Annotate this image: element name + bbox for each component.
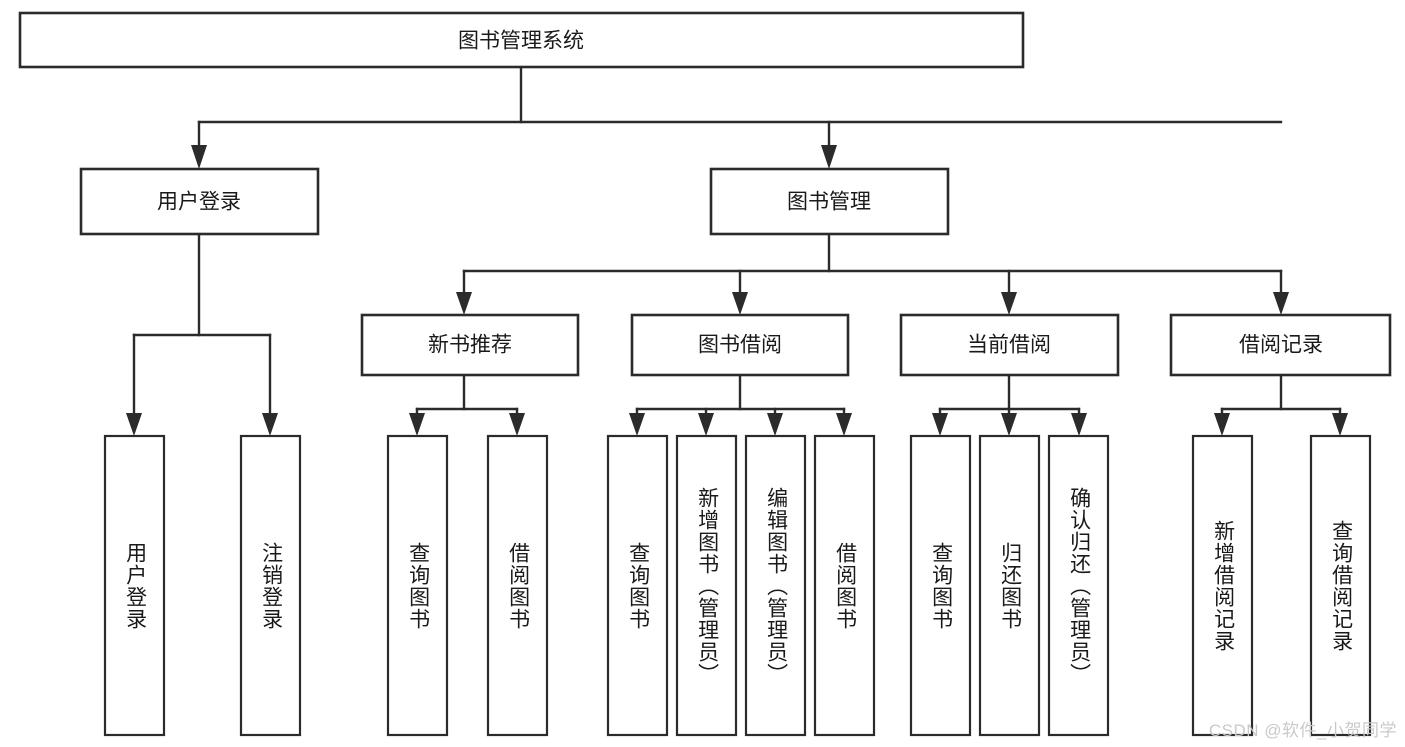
node-book-borrow[interactable]: 图书借阅 [630, 313, 850, 377]
leaf-box-user-login-0[interactable] [103, 434, 166, 737]
connector-root-to-level2 [191, 65, 1283, 169]
leaf-box-current-borrow-2[interactable] [1047, 434, 1110, 737]
leaf-box-borrow-record-0[interactable] [1191, 434, 1254, 737]
leaf-box-borrow-record-1[interactable] [1309, 434, 1372, 737]
leaf-boxes-borrow-record [1191, 434, 1372, 737]
leaf-box-new-book-1[interactable] [486, 434, 549, 737]
leaf-boxes-new-book [386, 434, 549, 737]
connector-currentborrow-to-leaves [932, 373, 1087, 436]
connector-bookmgmt-to-level3 [456, 232, 1289, 315]
connector-bookborrow-to-leaves [629, 373, 852, 436]
node-label-root: 图书管理系统 [458, 30, 584, 53]
node-label-new-book-recommend: 新书推荐 [428, 334, 512, 357]
leaf-boxes-user-login [103, 434, 302, 737]
connector-borrowrecord-to-leaves [1214, 373, 1348, 436]
leaf-box-user-login-1[interactable] [239, 434, 302, 737]
node-user-login[interactable]: 用户登录 [79, 167, 320, 236]
node-label-current-borrow: 当前借阅 [967, 334, 1051, 357]
leaf-box-book-borrow-2[interactable] [744, 434, 807, 737]
leaf-box-new-book-0[interactable] [386, 434, 449, 737]
leaf-boxes-book-borrow [606, 434, 876, 737]
leaf-boxes-current-borrow [909, 434, 1110, 737]
leaf-box-book-borrow-3[interactable] [813, 434, 876, 737]
node-label-book-borrow: 图书借阅 [698, 334, 782, 357]
node-current-borrow[interactable]: 当前借阅 [899, 313, 1120, 377]
csdn-watermark: CSDN @软件_小贺同学 [1208, 721, 1397, 740]
node-book-management-system[interactable]: 图书管理系统 [18, 11, 1025, 69]
leaf-box-current-borrow-0[interactable] [909, 434, 972, 737]
node-label-book-management: 图书管理 [787, 191, 871, 214]
leaf-box-book-borrow-1[interactable] [675, 434, 738, 737]
node-book-management[interactable]: 图书管理 [709, 167, 950, 236]
node-label-borrow-record: 借阅记录 [1239, 334, 1323, 357]
connector-newbook-to-leaves [409, 373, 525, 436]
connector-userlogin-to-leaves [126, 232, 278, 436]
node-new-book-recommend[interactable]: 新书推荐 [360, 313, 580, 377]
leaf-box-current-borrow-1[interactable] [978, 434, 1041, 737]
leaf-box-book-borrow-0[interactable] [606, 434, 669, 737]
node-borrow-record[interactable]: 借阅记录 [1169, 313, 1392, 377]
node-label-user-login: 用户登录 [157, 191, 241, 214]
